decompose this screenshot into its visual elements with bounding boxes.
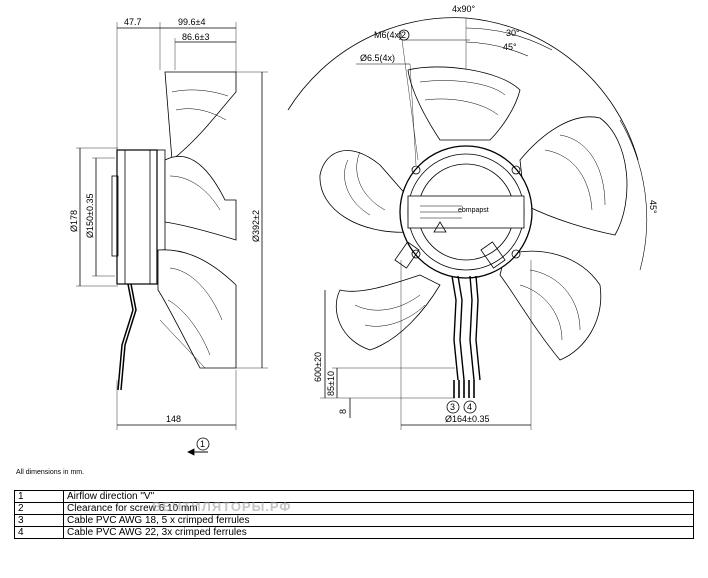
- dim-angle-45: 45°: [503, 42, 517, 52]
- dim-angle-30: 30°: [506, 28, 520, 38]
- legend-num: 3: [14, 514, 64, 527]
- legend-text: Cable PVC AWG 18, 5 x crimped ferrules: [63, 514, 694, 527]
- marker-4: 4: [467, 402, 472, 412]
- legend-text: Cable PVC AWG 22, 3x crimped ferrules: [63, 526, 694, 539]
- legend-row: 3 Cable PVC AWG 18, 5 x crimped ferrules: [14, 514, 694, 527]
- side-view-labels: 47.7 99.6±4 86.6±3 Ø178 Ø150±0.35 Ø392±2…: [69, 17, 261, 449]
- dim-392: Ø392±2: [251, 210, 261, 242]
- watermark: ВЕНТИЛЯТОРЫ.РФ: [152, 499, 292, 514]
- dim-178: Ø178: [69, 210, 79, 232]
- legend-row: 2 Clearance for screw 6 10 mm: [14, 502, 694, 515]
- dim-99-6: 99.6±4: [178, 17, 205, 27]
- dim-angle-4x90: 4x90°: [452, 4, 476, 14]
- legend-row: 1 Airflow direction "V": [14, 490, 694, 503]
- dim-148: 148: [166, 414, 181, 424]
- dim-150: Ø150±0.35: [85, 194, 95, 238]
- dim-cable-8: 8: [338, 409, 348, 414]
- legend-table: 1 Airflow direction "V" 2 Clearance for …: [14, 490, 694, 539]
- dim-bolt-circle: Ø164±0.35: [445, 414, 489, 424]
- marker-3: 3: [450, 402, 455, 412]
- legend-num: 1: [14, 490, 64, 503]
- dimensions-note: All dimensions in mm.: [16, 469, 85, 476]
- side-view: [76, 22, 268, 456]
- dim-hole-6-5: Ø6.5(4x): [360, 53, 395, 63]
- dim-cable-85: 85±10: [326, 371, 336, 396]
- technical-drawing: 47.7 99.6±4 86.6±3 Ø178 Ø150±0.35 Ø392±2…: [69, 4, 658, 456]
- dim-cable-600: 600±20: [313, 352, 323, 382]
- front-view: [287, 17, 648, 430]
- legend-num: 2: [14, 502, 64, 515]
- marker-1: 1: [200, 439, 205, 449]
- legend-num: 4: [14, 526, 64, 539]
- marker-2: 2: [401, 30, 406, 40]
- legend-row: 4 Cable PVC AWG 22, 3x crimped ferrules: [14, 526, 694, 539]
- front-view-labels: 4x90° 30° 45° 45° M6(4x) 2 Ø6.5(4x) ebmp…: [313, 4, 658, 424]
- dim-angle-side: 45°: [648, 200, 658, 214]
- brand-label: ebmpapst: [458, 207, 489, 214]
- dim-47-7: 47.7: [124, 17, 142, 27]
- dim-86-6: 86.6±3: [182, 32, 209, 42]
- dim-screw-m6: M6(4x): [374, 30, 402, 40]
